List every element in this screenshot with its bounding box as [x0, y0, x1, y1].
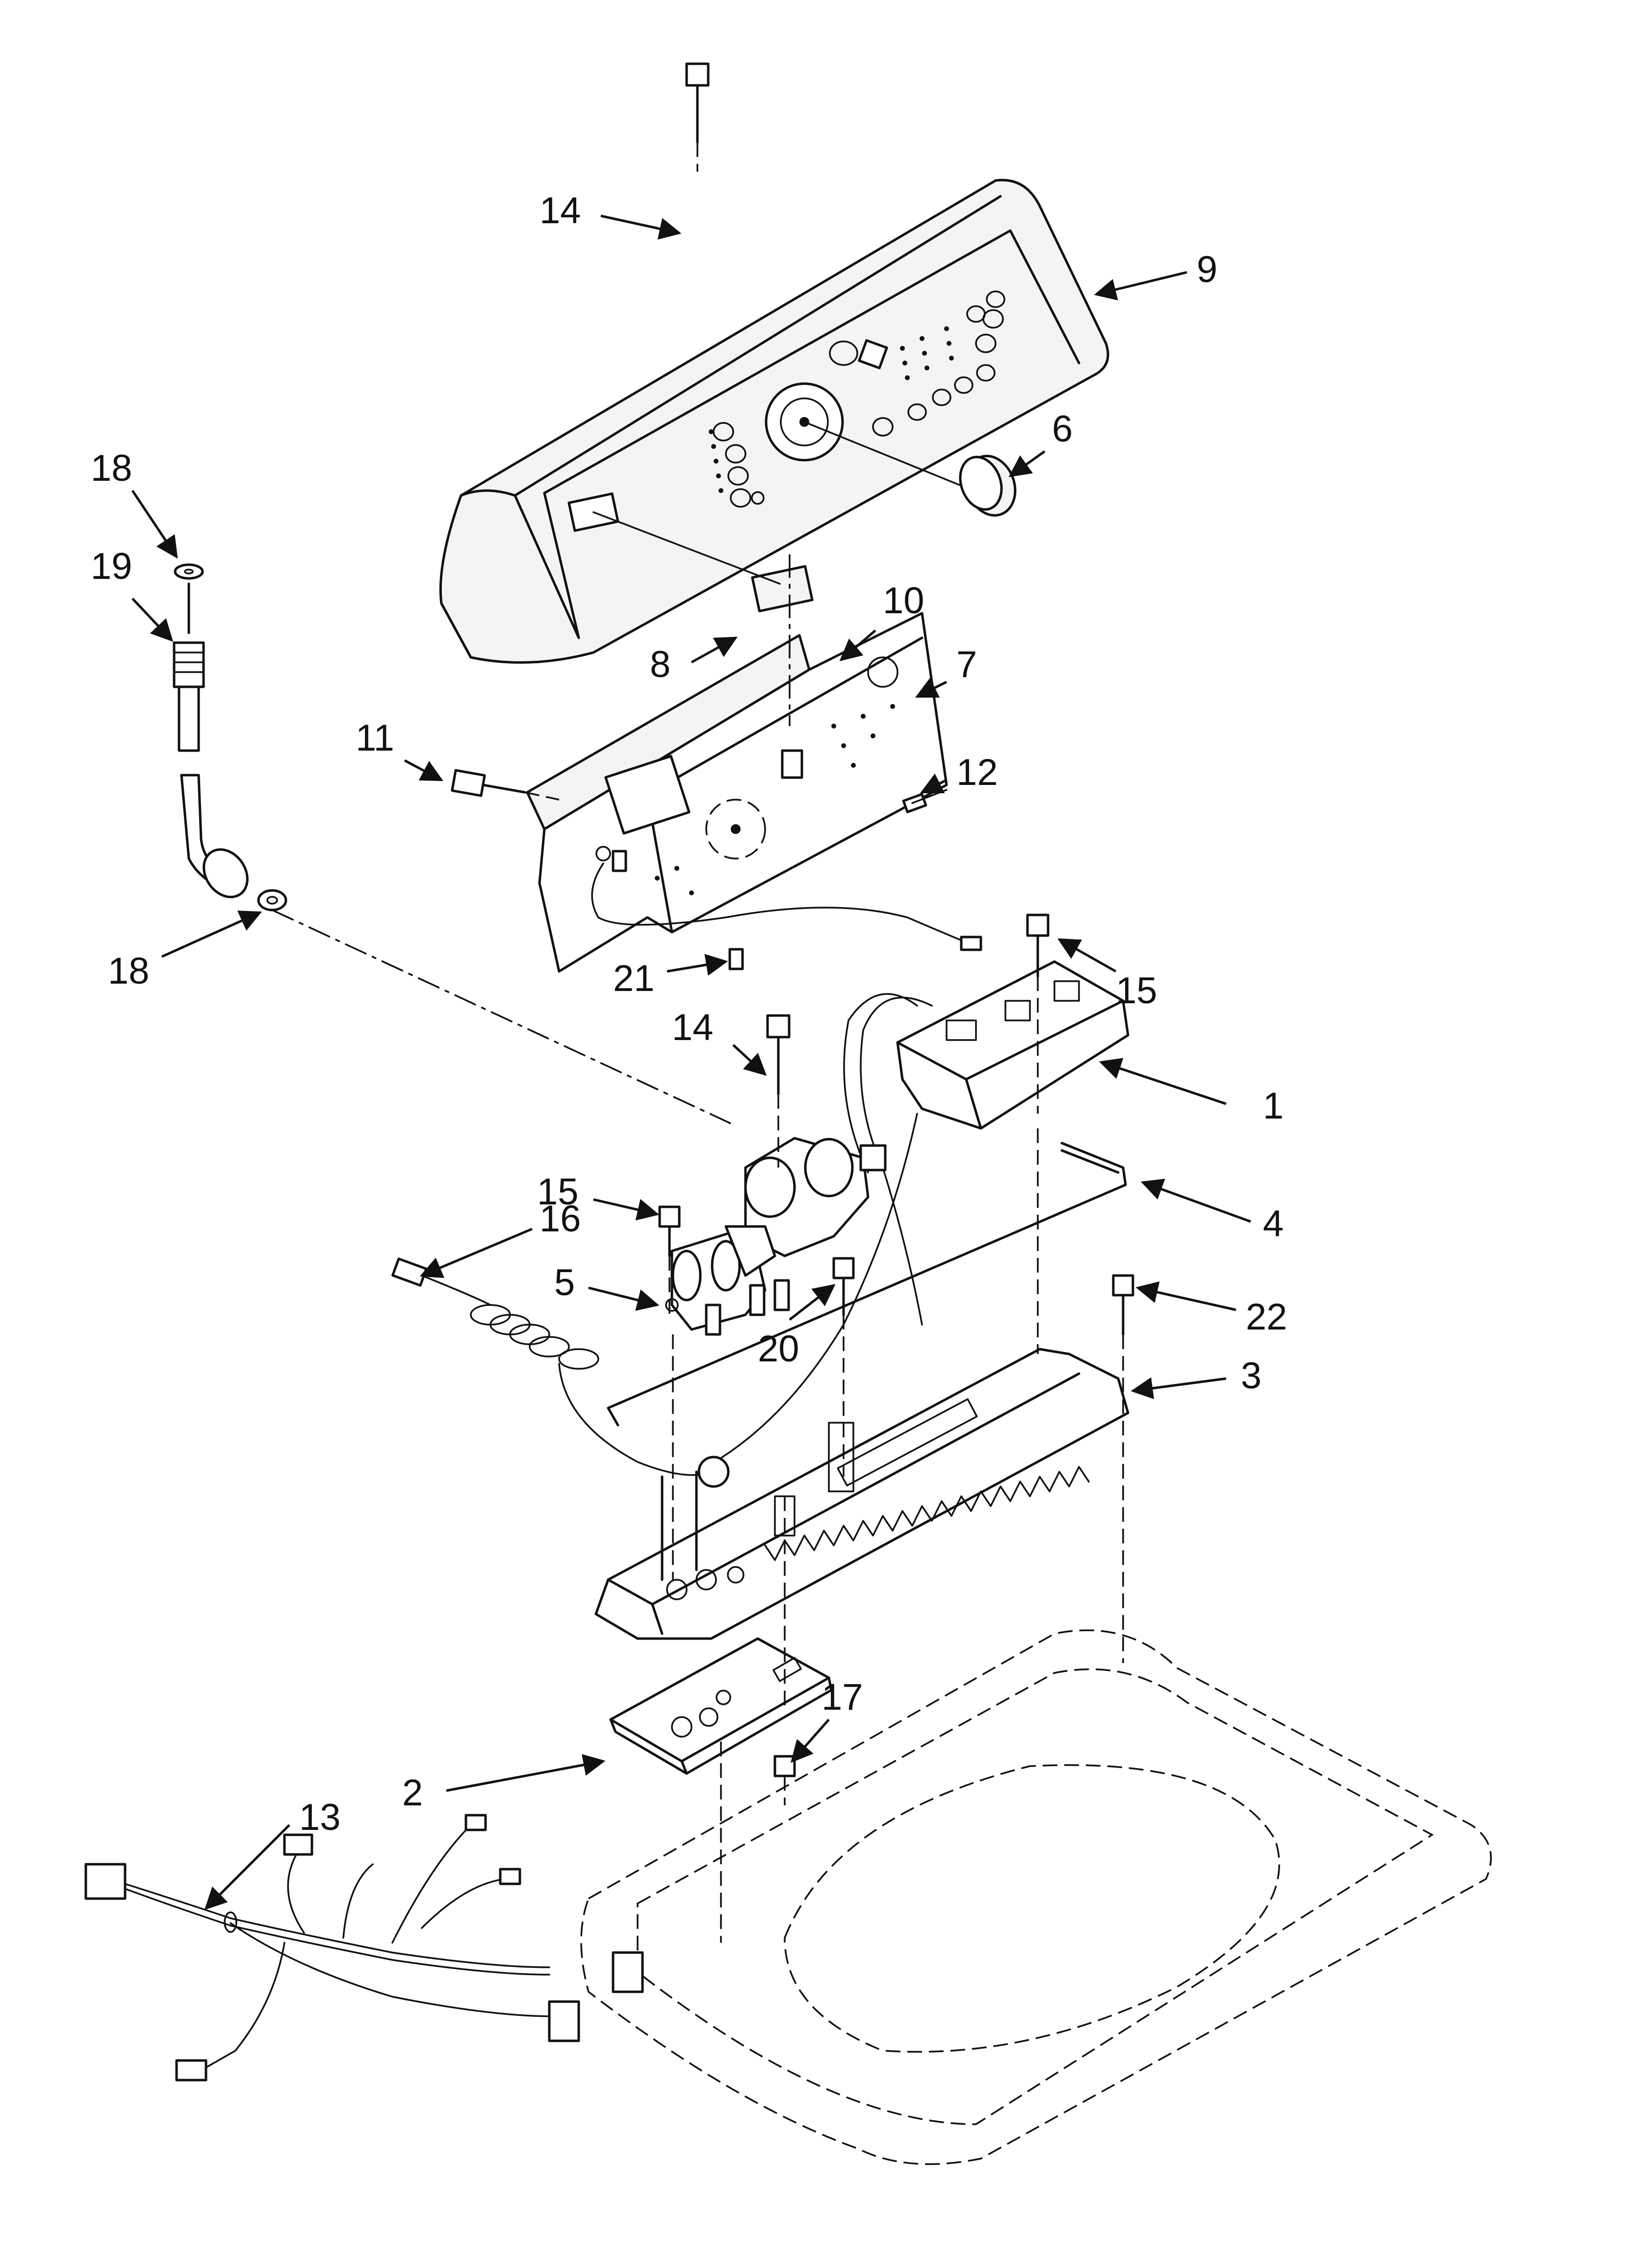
callout-2: 2 [402, 1772, 423, 1814]
control-board-part [526, 612, 972, 973]
callout-14b: 14 [672, 1007, 714, 1048]
knob-part [803, 421, 1017, 517]
hose-part [173, 563, 731, 1124]
plate-part [609, 1637, 833, 1775]
washer-top-part [580, 1629, 1492, 2165]
callout-6: 6 [1052, 408, 1073, 450]
callout-21: 21 [613, 958, 655, 999]
screw-part [451, 769, 560, 801]
callout-13: 13 [299, 1797, 341, 1838]
callout-18b: 18 [108, 950, 150, 992]
callout-19: 19 [91, 546, 132, 587]
cord-part [391, 1113, 918, 1488]
callout-4: 4 [1263, 1203, 1283, 1245]
clip-part [773, 1755, 796, 1805]
alignment-lines [668, 142, 1124, 1943]
main-control-part [843, 960, 1129, 1326]
callout-8: 8 [650, 644, 670, 685]
callout-11: 11 [356, 717, 394, 759]
callout-14a: 14 [539, 190, 581, 232]
harness-part [84, 1814, 644, 2082]
callout-18a: 18 [91, 447, 132, 489]
valve-part [665, 1137, 887, 1336]
callout-7: 7 [956, 644, 977, 685]
callout-15b: 15 [537, 1171, 579, 1213]
callout-12: 12 [956, 752, 998, 793]
callout-15a: 15 [1116, 970, 1157, 1012]
callout-16: 16 [539, 1198, 581, 1240]
callout-10: 10 [883, 580, 924, 622]
callout-arrows [131, 214, 1251, 1910]
callout-20: 20 [758, 1328, 799, 1370]
tube-part [607, 1142, 1127, 1427]
callout-1: 1 [1263, 1085, 1283, 1127]
callout-17: 17 [821, 1676, 863, 1718]
callout-labels: 1 2 3 4 5 6 7 8 9 10 11 12 13 14 14 15 1… [91, 190, 1287, 1838]
callout-5: 5 [554, 1262, 575, 1303]
callout-9: 9 [1197, 249, 1217, 290]
console-base-part [594, 1348, 1129, 1640]
lens-part [592, 511, 814, 613]
callout-3: 3 [1241, 1355, 1261, 1397]
callout-22: 22 [1246, 1296, 1287, 1338]
connector-part [728, 936, 982, 970]
screws-part [658, 62, 1134, 1336]
